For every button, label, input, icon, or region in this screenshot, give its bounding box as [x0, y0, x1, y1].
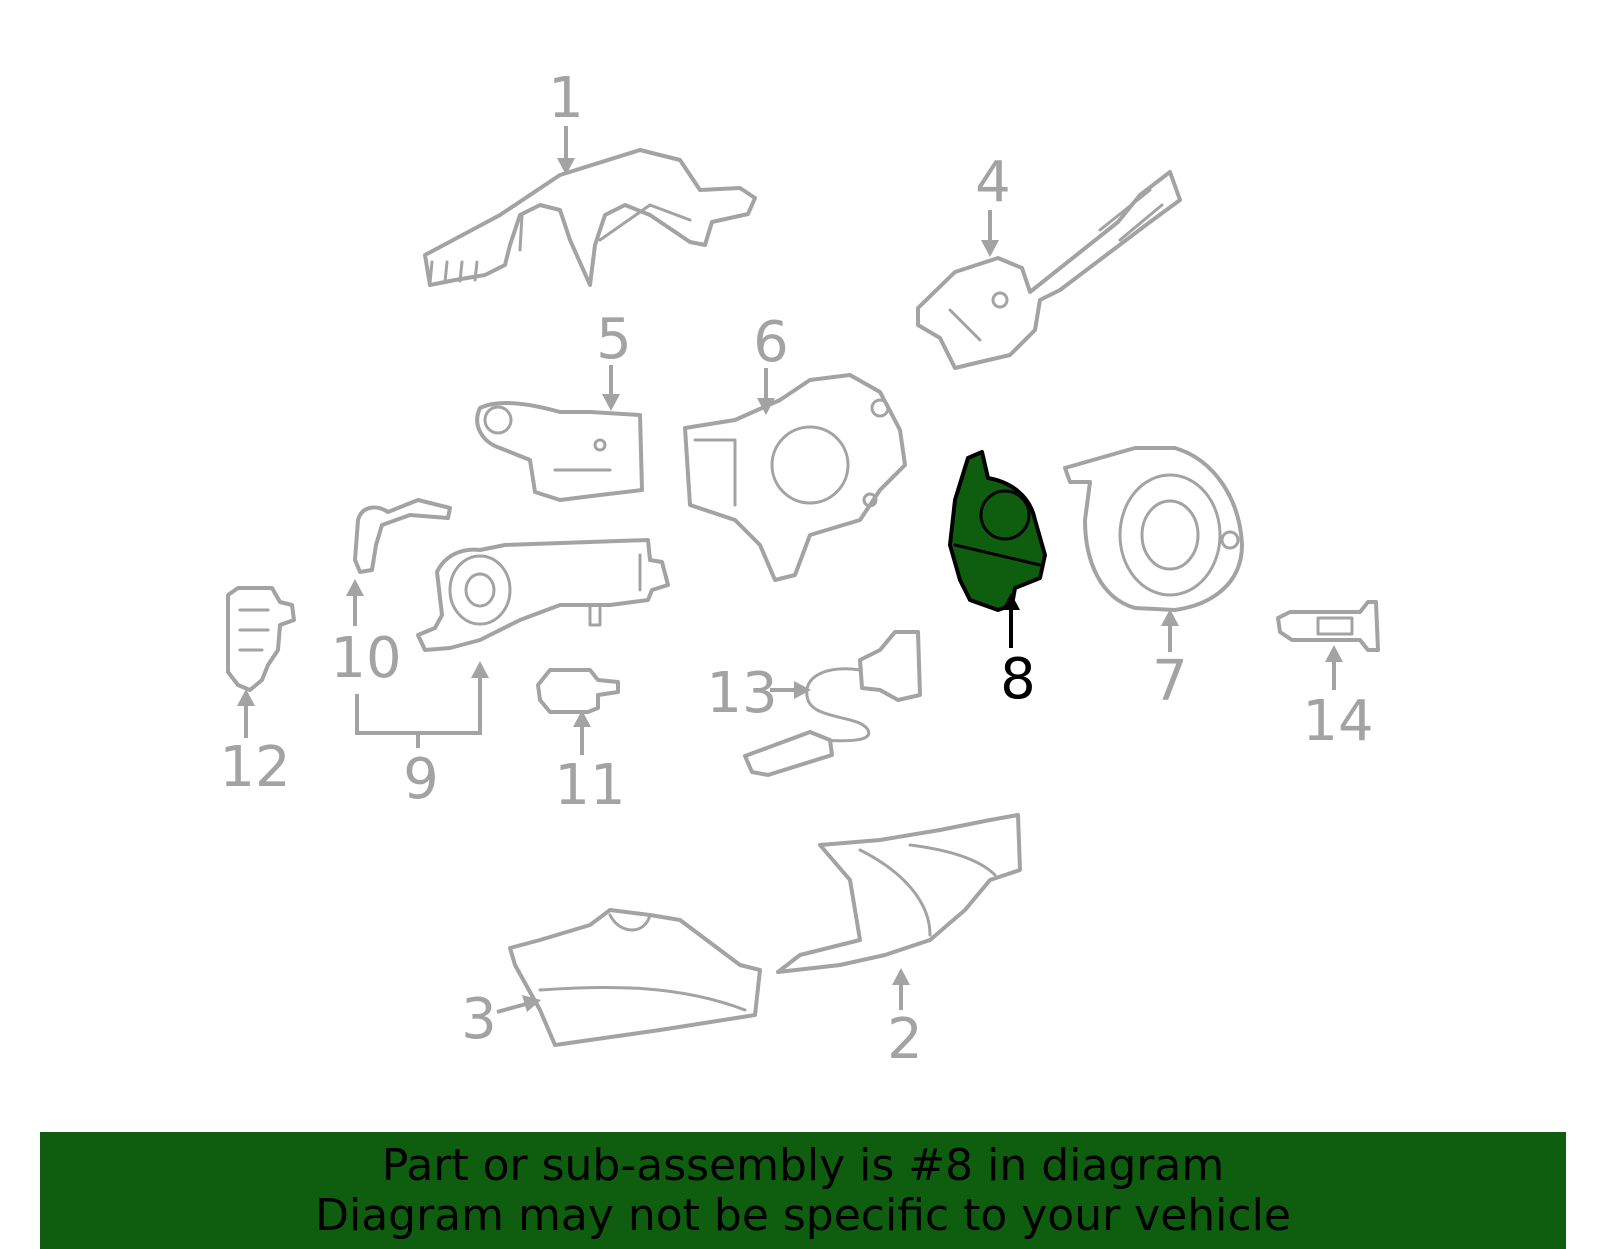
- svg-text:12: 12: [219, 735, 290, 800]
- part-7-clockspring[interactable]: [1063, 446, 1244, 612]
- part-5-wiper-switch[interactable]: [475, 401, 644, 502]
- callout-10: 10: [330, 579, 402, 691]
- svg-text:14: 14: [1302, 689, 1373, 754]
- callout-3: 3: [461, 987, 541, 1052]
- part-14-connector[interactable]: [1276, 600, 1380, 652]
- svg-text:4: 4: [975, 150, 1011, 215]
- banner-line-1: Part or sub-assembly is #8 in diagram: [381, 1139, 1225, 1191]
- svg-text:5: 5: [596, 307, 632, 372]
- svg-text:2: 2: [887, 1007, 923, 1072]
- part-13-wiring-harness[interactable]: [743, 630, 922, 777]
- part-9-bracket[interactable]: [353, 498, 452, 574]
- callout-7: 7: [1152, 609, 1188, 714]
- part-1-upper-column-cover[interactable]: [423, 148, 757, 287]
- part-10-ignition-switch[interactable]: [416, 538, 670, 652]
- svg-text:8: 8: [1000, 647, 1036, 712]
- callout-4: 4: [975, 150, 1011, 257]
- svg-text:1: 1: [548, 66, 584, 131]
- banner-line-2: Diagram may not be specific to your vehi…: [315, 1189, 1291, 1241]
- part-2-lower-shroud[interactable]: [776, 813, 1022, 974]
- callout-6: 6: [753, 310, 789, 415]
- callout-14: 14: [1302, 645, 1374, 754]
- svg-text:7: 7: [1152, 649, 1188, 714]
- callout-11: 11: [554, 710, 626, 818]
- part-4-multifunction-switch[interactable]: [916, 170, 1182, 370]
- svg-text:6: 6: [753, 310, 789, 375]
- callout-12: 12: [219, 689, 291, 800]
- part-11-sensor[interactable]: [536, 668, 620, 714]
- callout-1: 1: [548, 66, 584, 175]
- info-banner: Part or sub-assembly is #8 in diagram Di…: [40, 1132, 1566, 1249]
- callout-2: 2: [887, 968, 923, 1072]
- svg-text:3: 3: [461, 987, 497, 1052]
- part-12-switch[interactable]: [226, 586, 296, 692]
- part-3-lower-cover[interactable]: [508, 908, 762, 1047]
- svg-text:13: 13: [706, 661, 777, 726]
- callout-9: 9: [355, 661, 489, 812]
- svg-text:9: 9: [403, 747, 439, 812]
- callout-5: 5: [596, 307, 632, 411]
- part-6-lock-housing[interactable]: [683, 373, 907, 582]
- part-8-steering-angle-sensor[interactable]: [948, 450, 1047, 612]
- svg-text:11: 11: [554, 753, 625, 818]
- svg-text:10: 10: [330, 626, 401, 691]
- callout-8: 8: [1000, 593, 1036, 712]
- callout-13: 13: [706, 661, 811, 726]
